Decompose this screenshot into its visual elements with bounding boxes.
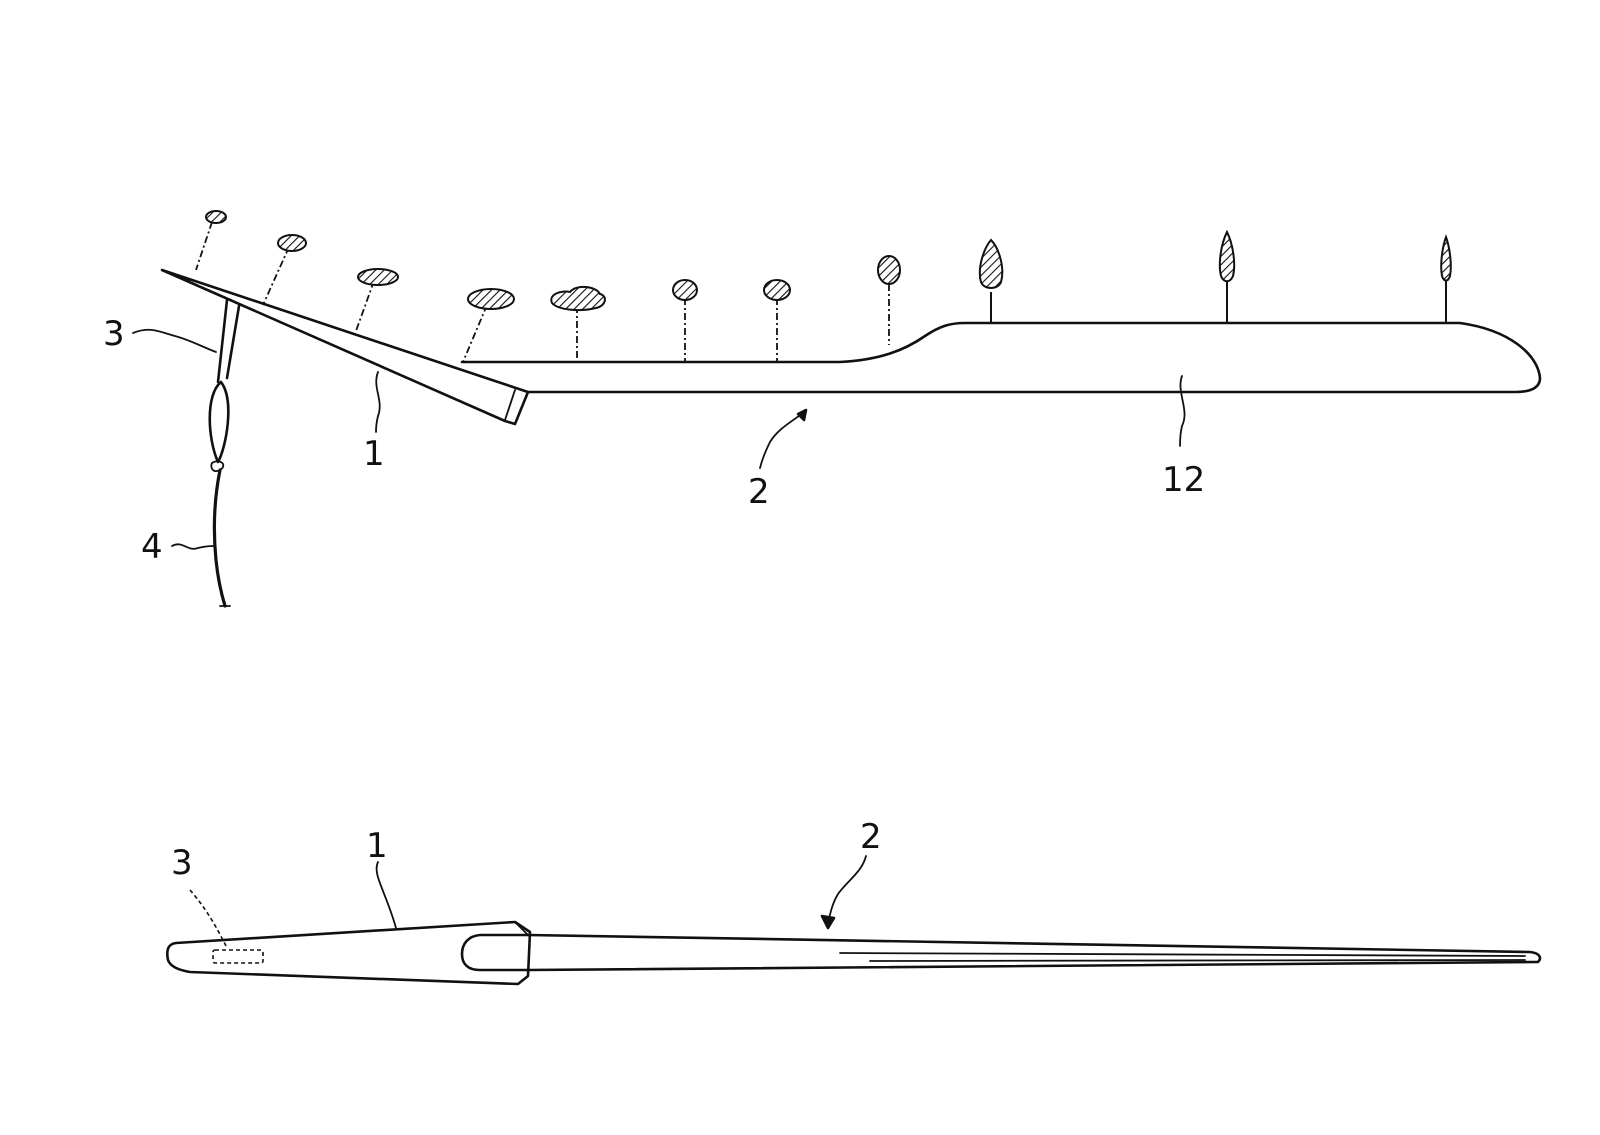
cross-sections xyxy=(195,210,1452,363)
label-ref-3-bottom: 3 xyxy=(171,843,193,883)
hidden-eyelet-part-3 xyxy=(212,949,264,964)
section-1 xyxy=(205,210,227,224)
top-figure: 3 4 1 2 12 xyxy=(103,210,1542,608)
cord-loop xyxy=(208,380,230,464)
bottom-figure: 3 1 2 xyxy=(165,817,1542,986)
section-3 xyxy=(357,268,399,286)
blade-body xyxy=(460,321,1542,394)
cord-part-4 xyxy=(212,468,227,608)
section-4 xyxy=(467,288,515,310)
label-ref-4: 4 xyxy=(141,527,163,567)
label-ref-2-bottom: 2 xyxy=(860,817,882,857)
handle-part-1-bottom xyxy=(165,920,532,986)
blade-groove xyxy=(839,952,1526,962)
section-2 xyxy=(277,234,307,252)
section-7 xyxy=(763,279,791,301)
section-11 xyxy=(1440,234,1452,282)
label-ref-3: 3 xyxy=(103,314,125,354)
label-ref-1-bottom: 1 xyxy=(366,826,388,866)
label-ref-1: 1 xyxy=(363,434,385,474)
label-ref-2-top: 2 xyxy=(748,472,770,512)
eyelet-tab-part-3 xyxy=(216,298,241,384)
section-8 xyxy=(877,255,901,285)
section-5 xyxy=(550,286,606,312)
section-9 xyxy=(978,238,1004,289)
section-10 xyxy=(1218,229,1236,283)
label-ref-12: 12 xyxy=(1162,460,1205,500)
handle-part-1 xyxy=(160,268,530,426)
handle-recess xyxy=(460,933,530,972)
section-6 xyxy=(672,279,698,301)
blade-part-2-bottom xyxy=(526,933,1542,972)
